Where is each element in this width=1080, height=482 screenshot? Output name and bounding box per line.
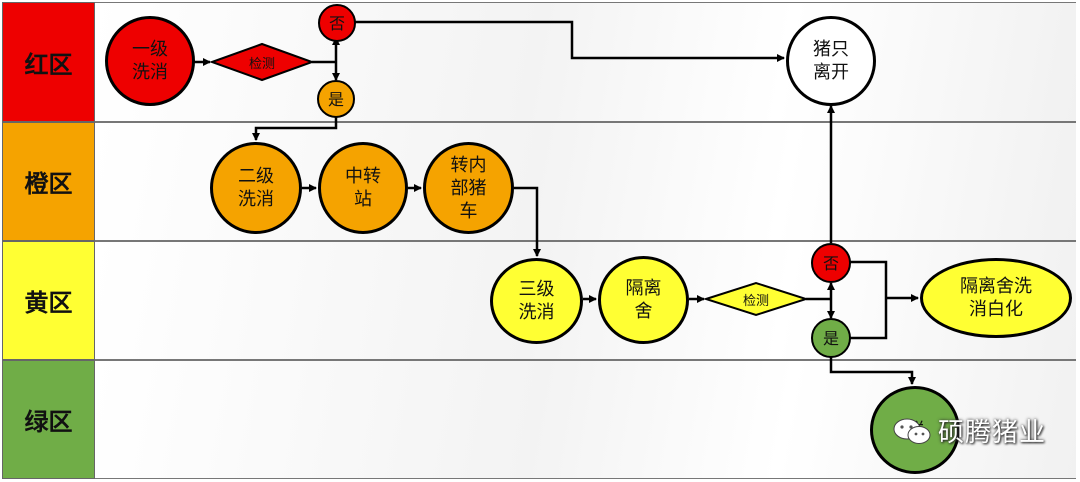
arrow-yes-to-wash2	[252, 116, 338, 141]
zone-yellow-label: 黄区	[2, 241, 95, 360]
arrow-no-to-pig-leave	[355, 20, 785, 62]
watermark: 硕腾猪业	[892, 412, 1046, 449]
check-red-label: 检测	[248, 56, 275, 72]
node-transfer: 中转 站	[318, 142, 408, 234]
node-yes-yellow: 是	[811, 318, 851, 358]
zone-yellow: 黄区	[0, 241, 1080, 360]
arrow-truck-to-wash3	[514, 186, 541, 257]
node-wash2: 二级 洗消	[210, 142, 302, 234]
zone-yellow-area	[95, 241, 1076, 360]
line-no-to-right	[850, 260, 888, 340]
node-pig-leave: 猪只 离开	[786, 16, 876, 106]
zone-red-label: 红区	[2, 2, 95, 122]
wechat-icon	[893, 418, 931, 444]
arrow-yes-to-herd	[829, 357, 916, 385]
node-no-yellow: 否	[811, 243, 851, 283]
node-wash1: 一级 洗消	[105, 16, 195, 106]
node-inner-truck: 转内 部猪 车	[423, 142, 514, 234]
node-wash3: 三级 洗消	[490, 258, 583, 344]
watermark-text: 硕腾猪业	[938, 418, 1047, 448]
node-isolation: 隔离 舍	[598, 256, 689, 344]
node-no-red: 否	[318, 4, 356, 42]
check-yellow-label: 检测	[742, 293, 769, 309]
zone-green-label: 绿区	[2, 360, 95, 479]
zone-orange-label: 橙区	[2, 122, 95, 241]
node-isolation-clean: 隔离舍洗 消白化	[920, 258, 1072, 338]
node-yes-red: 是	[317, 80, 355, 118]
